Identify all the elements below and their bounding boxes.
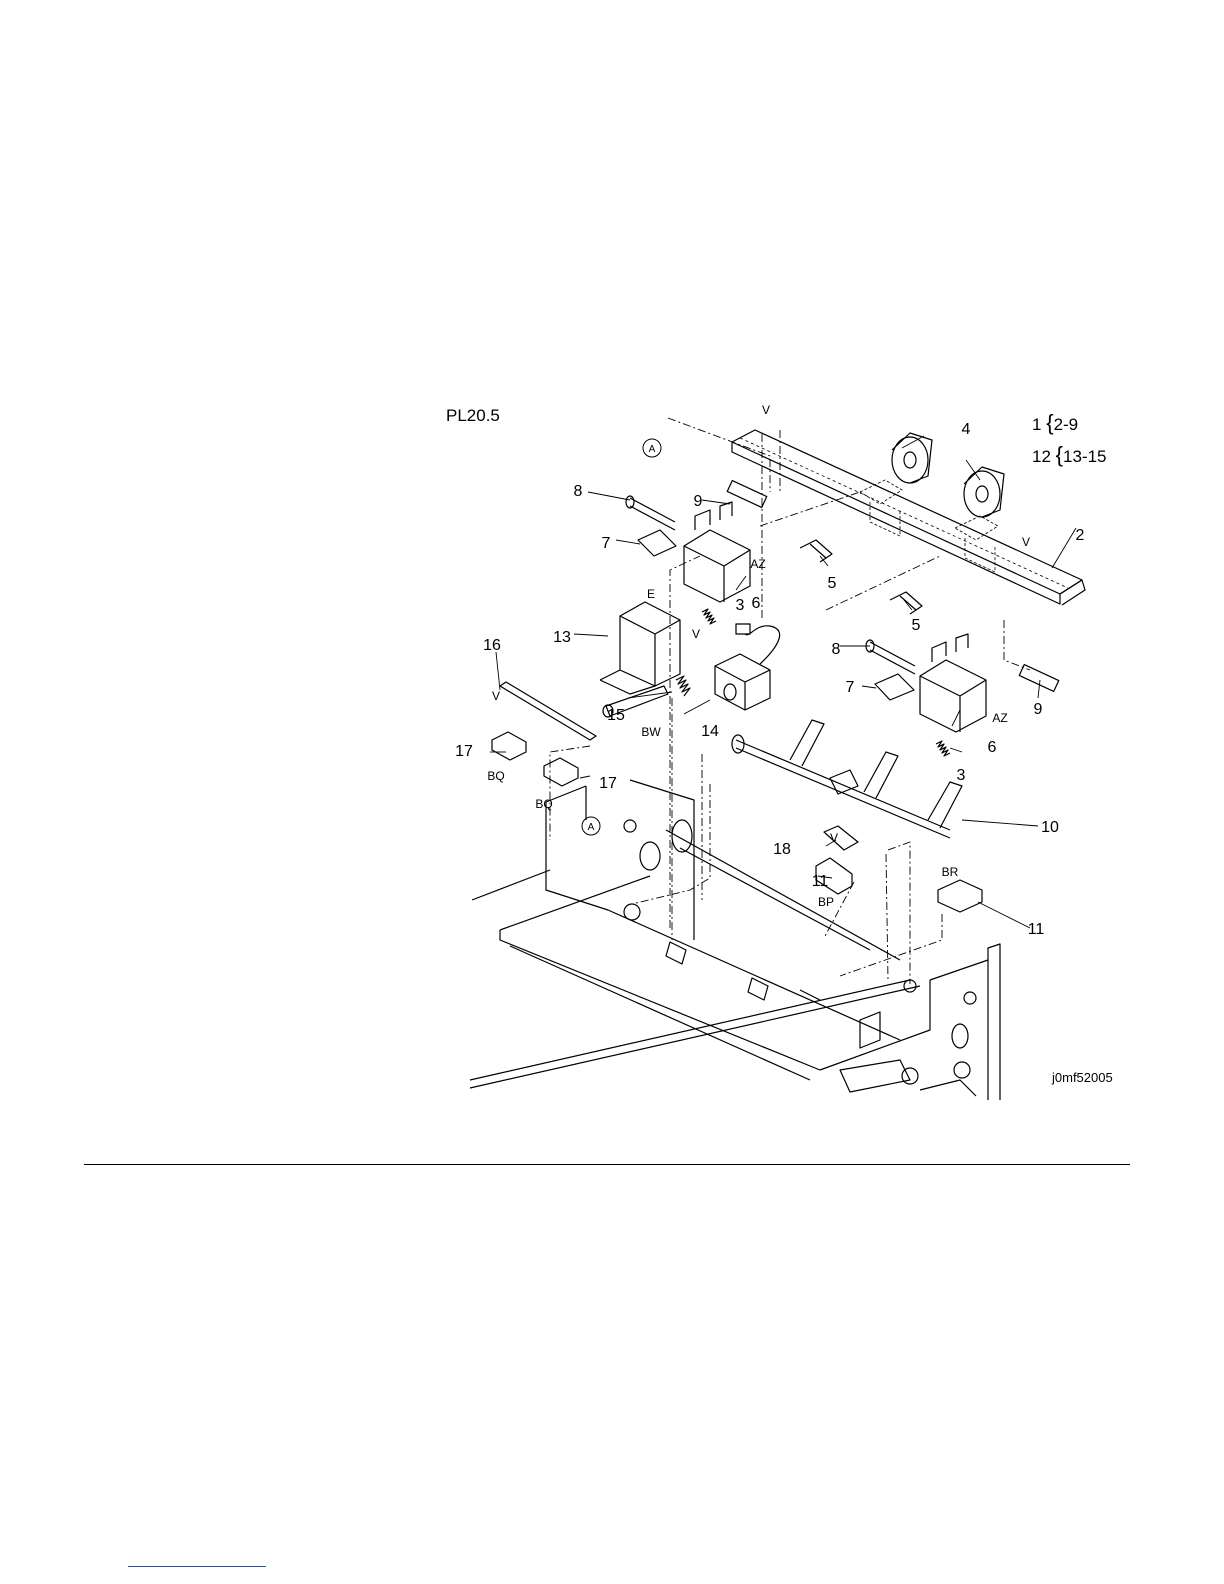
page-divider	[84, 1164, 1130, 1165]
clip-spring-1	[800, 540, 832, 562]
ref-letter: V	[492, 689, 500, 703]
ref-letter: V	[1022, 535, 1030, 549]
callout-number: 11	[1028, 921, 1045, 938]
figure-id: j0mf52005	[1052, 1070, 1113, 1085]
callout-number: 3	[736, 597, 745, 614]
ref-letter: V	[692, 627, 700, 641]
ref-letter: AZ	[750, 557, 765, 571]
spring-lower	[936, 741, 950, 756]
rail-bar	[732, 430, 1082, 594]
holder-upper	[684, 530, 750, 602]
ref-letter: BR	[942, 865, 959, 879]
callout-number: 16	[483, 637, 501, 654]
solenoid-spring	[676, 676, 690, 696]
spring-upper	[702, 609, 716, 624]
diagram-drawing: A A V V V V V AZ AZ E BW BQ BQ BP BR 2 3…	[440, 380, 1130, 1110]
sensor-plate	[500, 682, 596, 740]
callout-number: 9	[1034, 701, 1043, 718]
callout-number: 6	[752, 595, 761, 612]
callout-number: 17	[599, 775, 617, 792]
callout-number: 11	[812, 873, 829, 890]
callout-number: 10	[1041, 819, 1059, 836]
clip-lower	[875, 674, 914, 700]
footer-link-underline	[128, 1566, 266, 1567]
ref-letter: BQ	[487, 769, 504, 783]
ref-letter: A	[649, 444, 656, 455]
sensor-1	[492, 732, 526, 760]
sensor-11b	[938, 880, 982, 912]
callout-number: 8	[574, 483, 583, 500]
callout-number: 7	[602, 535, 611, 552]
ref-letter: V	[762, 403, 770, 417]
callout-number: 5	[912, 617, 921, 634]
ref-letter: BP	[818, 895, 834, 909]
clip-upper	[638, 530, 676, 556]
callout-number: 18	[773, 841, 791, 858]
shaft-upper	[630, 498, 675, 530]
callout-number: 3	[957, 767, 966, 784]
shaft-lower	[870, 642, 915, 674]
roller-2	[964, 467, 1004, 517]
ref-letter: V	[830, 831, 838, 845]
roller-1	[892, 433, 932, 483]
frame-panel	[546, 802, 900, 1040]
callout-number: 15	[607, 707, 625, 724]
pin-upper	[727, 481, 767, 508]
callout-number: 7	[846, 679, 855, 696]
ref-letter: BW	[641, 725, 661, 739]
callout-number: 17	[455, 743, 473, 760]
callout-number: 8	[832, 641, 841, 658]
ref-letter: A	[588, 822, 595, 833]
actuator-shaft	[736, 740, 950, 838]
ref-letter: E	[647, 587, 655, 601]
callout-number: 13	[553, 629, 571, 646]
ref-letter: AZ	[992, 711, 1007, 725]
callout-number: 14	[701, 723, 719, 740]
parts-exploded-diagram: PL20.5 1 {2-9 12 {13-15	[440, 380, 1130, 1110]
callout-number: 6	[988, 739, 997, 756]
callout-number: 5	[828, 575, 837, 592]
callout-number: 9	[694, 493, 703, 510]
callout-number: 2	[1076, 527, 1085, 544]
callout-number: 4	[962, 421, 971, 438]
solenoid-bracket	[620, 602, 680, 686]
holder-lower	[920, 660, 986, 732]
ref-letter: BQ	[535, 797, 552, 811]
sensor-2	[544, 758, 578, 786]
